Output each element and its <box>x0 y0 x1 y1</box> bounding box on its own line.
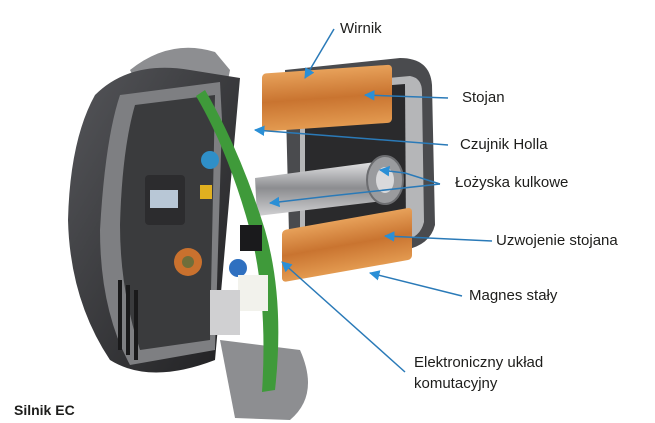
leader-rotor <box>304 28 335 79</box>
label-commutation-line1: Elektroniczny układ <box>414 354 544 371</box>
leader-hall-sensor <box>253 125 449 146</box>
leader-lines <box>253 28 493 373</box>
diagram-title: Silnik EC <box>14 402 75 418</box>
label-stator-winding: Uzwojenie stojana <box>496 232 618 249</box>
leader-electronics <box>281 261 406 373</box>
leader-magnet <box>368 270 463 297</box>
label-stator: Stojan <box>462 89 505 106</box>
stator-windings <box>262 64 412 282</box>
label-commutation-line2: komutacyjny <box>414 375 498 392</box>
shaft <box>255 155 404 216</box>
leader-stator-winding <box>383 231 493 242</box>
label-rotor: Wirnik <box>340 20 382 37</box>
commutation-electronics <box>145 90 279 392</box>
label-ball-bearings: Łożyska kulkowe <box>455 174 569 191</box>
label-permanent-magnet: Magnes stały <box>469 287 558 304</box>
leader-bearing-2 <box>268 183 441 208</box>
label-hall-sensor: Czujnik Holla <box>460 136 548 153</box>
leader-bearing-1 <box>378 165 441 185</box>
leader-stator <box>363 90 449 101</box>
